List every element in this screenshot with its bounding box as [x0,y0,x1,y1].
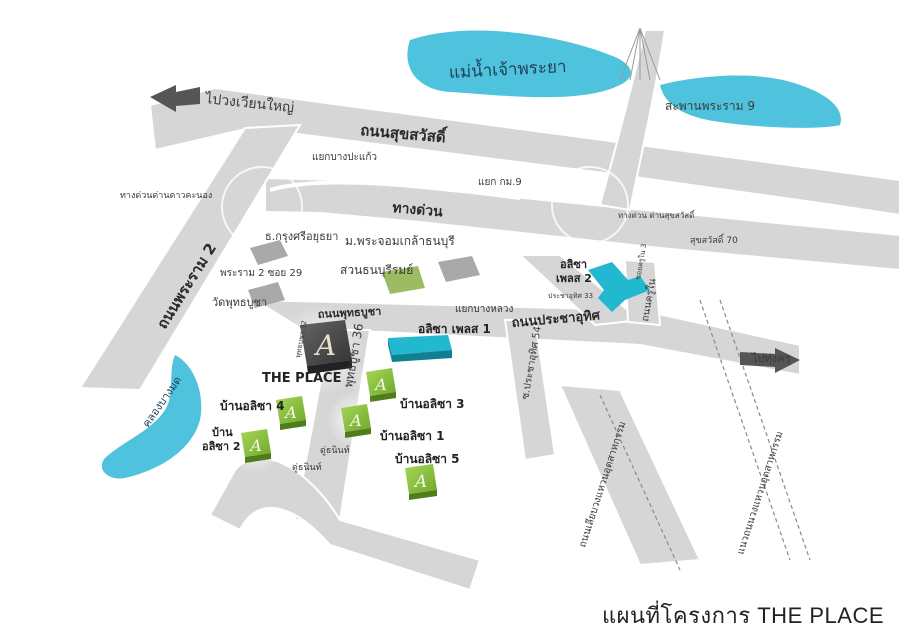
the-place-logo-icon: A [313,329,336,362]
the-place-tile[interactable]: A [275,305,365,395]
expressway-toll-label: ทางด่วน ด่านสุขสวัสดิ์ [618,209,696,220]
baan-alisa-2-tile[interactable]: A [227,417,283,473]
building-kmutt [438,256,480,282]
baan-alisa-2-logo-icon: A [248,436,262,455]
outer-ring-2-label: แนวถนนวงแหวนอุตสาหกรรม [735,430,785,556]
ru-thanin-2-label: ดู่ธนินท์ [292,461,322,473]
arrow-to-thung-khru [740,348,800,373]
baan-alisa-5-logo-icon: A [413,472,427,492]
alisa-place-1-building [388,335,452,362]
baan-alisa-2-label-2: อลิซา 2 [202,440,240,453]
map-title: แผนที่โครงการ THE PLACE [601,603,884,628]
baan-alisa-1-label: บ้านอลิซา 1 [380,429,445,443]
park-suan-thon [382,266,425,294]
wat-phutthabucha-label: วัดพุทธบูชา [212,296,267,309]
expressway-label: ทางด่วน [392,200,444,220]
chao-phraya-river [407,30,631,98]
rama2-soi29-label: พระราม 2 ซอย 29 [220,268,302,279]
baan-alisa-4-logo-icon: A [283,403,297,422]
baan-alisa-1-logo-icon: A [348,411,362,430]
suk-sawat-70-label: สุขสวัสดิ์ 70 [690,233,738,246]
river-east [660,75,841,128]
arrow-to-wongwian-yai [150,85,200,112]
pracha-uthit-small-label: ประชาอุทิศ 33 [548,292,593,300]
alisa-place-2-label-1: อลิซา [560,258,587,271]
alisa-place-2-label-2: เพลส 2 [556,272,592,285]
khlong-bang-mot [101,355,202,479]
expressway-dao-khanong-label: ทางด่วนด่านดาวคะนอง [120,191,212,201]
alisa-place-2-building [588,262,650,312]
suan-thon-label: สวนธนบุรีรมย์ [340,263,413,278]
baan-alisa-5-label: บ้านอลิซา 5 [395,452,460,466]
road-rama2 [78,123,302,392]
baan-alisa-4-label: บ้านอลิซา 4 [220,399,285,413]
building-krung-si [250,240,288,265]
baan-alisa-3-label: บ้านอลิซา 3 [400,397,465,411]
kmutt-label: ม.พระจอมเกล้าธนบุรี [345,234,455,249]
junction-bang-pakaeo-label: แยกบางปะแก้ว [312,151,377,163]
road-outer-ring [558,383,702,567]
building-wat-phutthabucha [248,282,285,308]
bridge-pylon [619,27,661,81]
expressway-curve [269,180,521,200]
baan-alisa-4-tile[interactable]: A [262,384,318,440]
road-expressway [264,176,900,272]
junction-ring-right [551,166,629,244]
krung-si-label: ธ.กรุงศรีอยุธยา [265,230,338,243]
alisa-place-1-label: อลิซา เพลส 1 [418,322,491,336]
the-place-label: THE PLACE [262,371,341,386]
ring-dash-3 [719,299,811,561]
baan-alisa-3-logo-icon: A [373,375,387,394]
junction-bang-luang-label: แยกบางหลวง [455,304,514,315]
baan-alisa-5-tile[interactable]: A [390,452,450,512]
baan-alisa-2-label-1: บ้าน [212,426,233,439]
ring-dash-2 [699,299,791,561]
road-pracha-uthit-54 [503,319,557,462]
bridge-label: สะพานพระราม 9 [665,99,755,113]
baan-alisa-1-tile[interactable]: A [327,392,383,448]
to-thung-khru-label: ไปทุ่งครุ [751,352,790,365]
ru-thanin-1-label: ดู่ธนินท์ [320,444,350,456]
phutthabucha-label: ถนนพุทธบูชา [317,305,381,322]
junction-km9-label: แยก กม.9 [478,177,522,188]
road-suk-sawat [148,86,900,217]
